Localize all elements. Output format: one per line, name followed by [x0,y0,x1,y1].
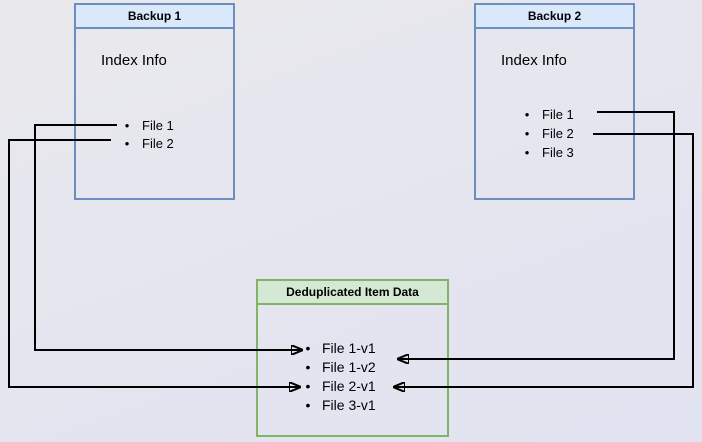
dedup-item-row: • File 1-v2 [301,357,376,376]
dedup-item-list: • File 1-v1 • File 1-v2 • File 2-v1 • Fi… [301,338,376,414]
bullet-icon: • [305,339,311,356]
backup2-title: Backup 2 [476,5,633,29]
dedup-item-file2v1-label: File 2-v1 [322,377,376,394]
dedup-item-row: • File 2-v1 [301,376,376,395]
dedup-item-file3v1-label: File 3-v1 [322,396,376,413]
backup1-file1-label: File 1 [142,117,174,133]
backup2-index-label: Index Info [501,52,567,69]
dedup-title: Deduplicated Item Data [258,281,447,305]
backup2-file-row: • File 1 [520,105,574,124]
bullet-icon: • [524,145,530,160]
bullet-icon: • [524,126,530,141]
backup2-box: Backup 2 Index Info • File 1 • File 2 • … [474,3,635,200]
backup1-file-list: • File 1 • File 2 [120,116,174,152]
backup2-file3-label: File 3 [542,145,574,160]
bullet-icon: • [305,358,311,375]
backup2-file1-label: File 1 [542,107,574,122]
backup2-file-row: • File 3 [520,143,574,162]
bullet-icon: • [305,396,311,413]
bullet-icon: • [305,377,311,394]
backup2-file-list: • File 1 • File 2 • File 3 [520,105,574,162]
bullet-icon: • [124,117,130,133]
backup2-file-row: • File 2 [520,124,574,143]
backup1-title: Backup 1 [76,5,233,29]
dedup-item-file1v1-label: File 1-v1 [322,339,376,356]
backup1-file-row: • File 1 [120,116,174,134]
bullet-icon: • [524,107,530,122]
backup1-index-label: Index Info [101,52,167,69]
dedup-item-row: • File 3-v1 [301,395,376,414]
bullet-icon: • [124,135,130,151]
backup1-file-row: • File 2 [120,134,174,152]
backup1-box: Backup 1 Index Info • File 1 • File 2 [74,3,235,200]
dedup-box: Deduplicated Item Data • File 1-v1 • Fil… [256,279,449,437]
dedup-item-file1v2-label: File 1-v2 [322,358,376,375]
backup2-file2-label: File 2 [542,126,574,141]
backup1-file2-label: File 2 [142,135,174,151]
dedup-item-row: • File 1-v1 [301,338,376,357]
